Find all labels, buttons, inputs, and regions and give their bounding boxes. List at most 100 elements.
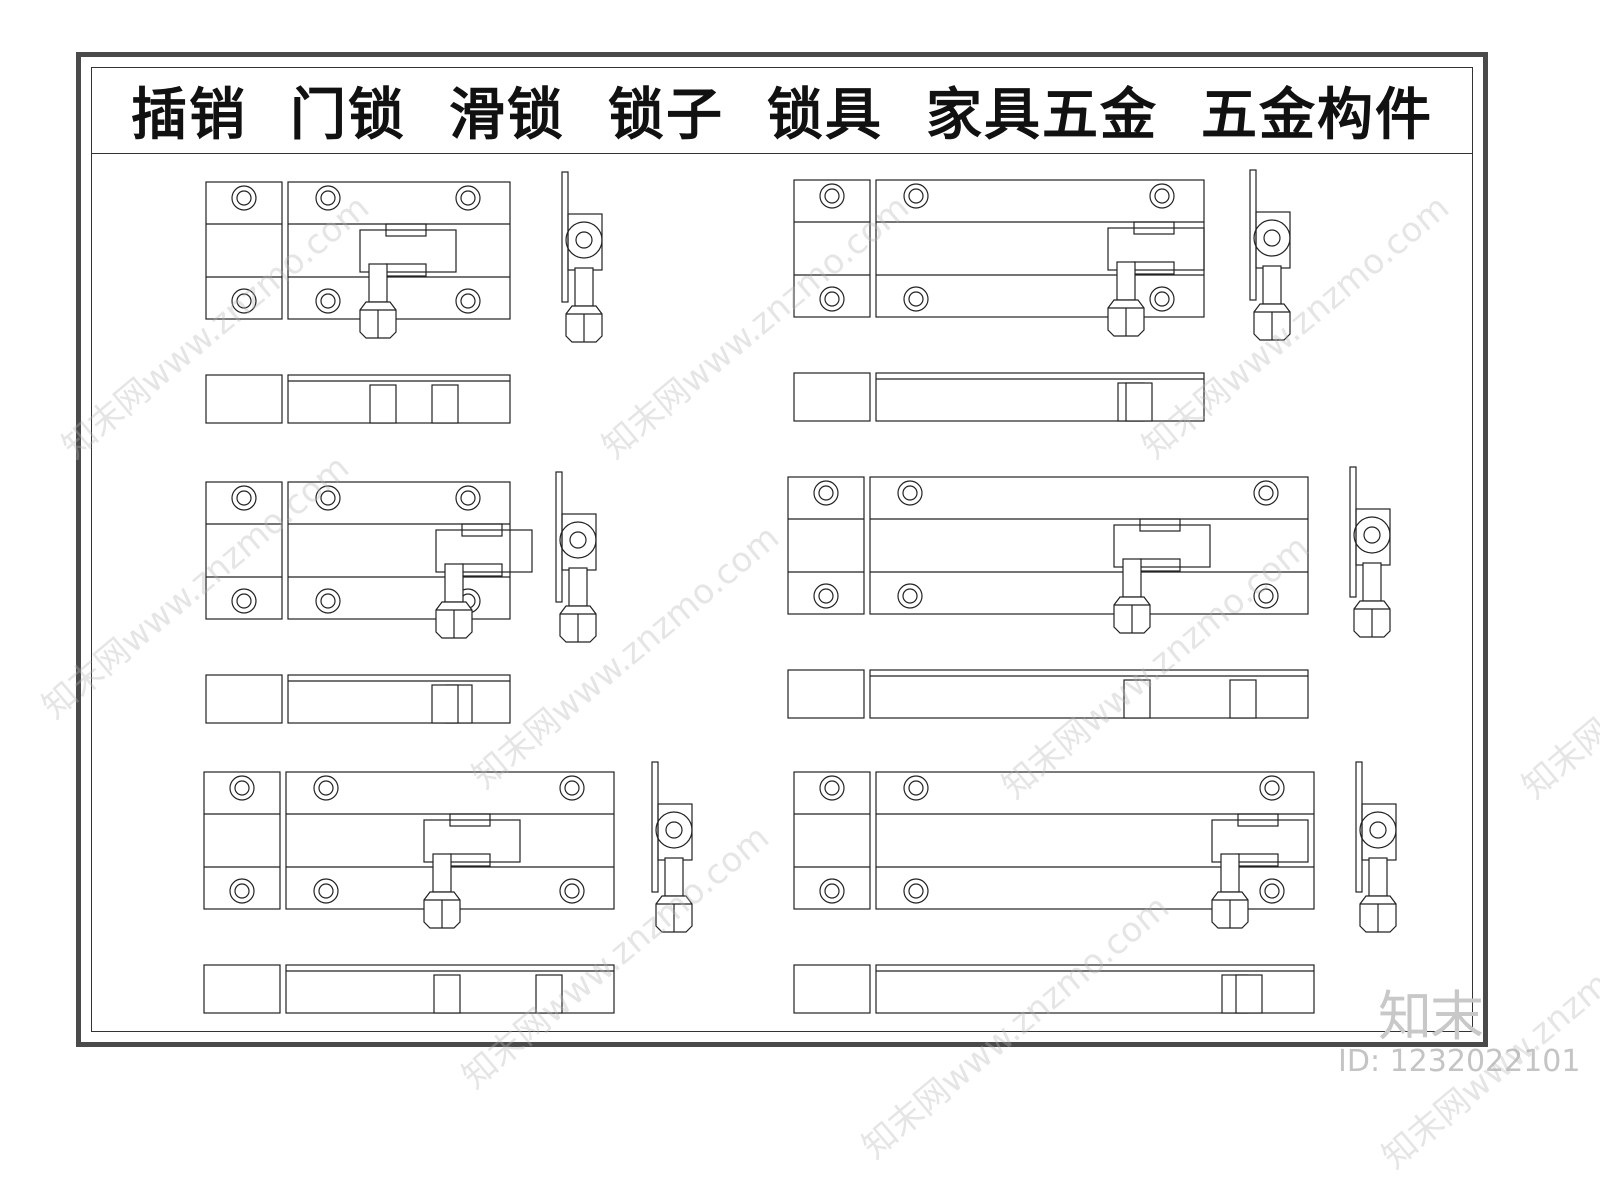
fixed-plate xyxy=(793,179,871,318)
screw-hole xyxy=(903,878,929,904)
profile-main xyxy=(875,372,1205,422)
drawing-title: 插销 门锁 滑锁 锁子 锁具 家具五金 五金构件 xyxy=(131,83,1433,148)
bolt-slot xyxy=(1107,227,1205,271)
screw-hole-inner xyxy=(236,190,252,206)
profile-fixed xyxy=(205,674,283,724)
screw-hole-inner xyxy=(818,485,834,501)
side-flange xyxy=(651,761,659,893)
screw-hole-inner xyxy=(1258,588,1274,604)
profile-notch xyxy=(1235,974,1263,1014)
bolt-guide xyxy=(385,263,427,277)
profile-fixed xyxy=(793,372,871,422)
screw-hole xyxy=(313,878,339,904)
screw-hole-inner xyxy=(908,188,924,204)
screw-hole xyxy=(1149,286,1175,312)
side-barrel-inner xyxy=(575,231,593,249)
screw-hole-inner xyxy=(1154,291,1170,307)
profile-notch xyxy=(369,384,397,424)
screw-hole xyxy=(455,485,481,511)
side-flange xyxy=(561,171,569,303)
screw-hole-inner xyxy=(320,593,336,609)
screw-hole-inner xyxy=(460,490,476,506)
screw-hole xyxy=(819,878,845,904)
main-plate xyxy=(287,481,511,620)
bolt-guide xyxy=(461,563,503,577)
bolt-slot xyxy=(1113,524,1211,568)
profile-notch xyxy=(1123,679,1151,719)
fixed-plate xyxy=(793,771,871,910)
screw-hole xyxy=(229,775,255,801)
profile-notch xyxy=(431,684,459,724)
screw-hole xyxy=(559,878,585,904)
bolt-guide xyxy=(461,523,503,537)
knob-stem xyxy=(664,857,684,897)
screw-hole-inner xyxy=(908,780,924,796)
fixed-plate xyxy=(787,476,865,615)
screw-hole xyxy=(559,775,585,801)
screw-hole-inner xyxy=(234,883,250,899)
screw-hole xyxy=(903,286,929,312)
profile-notch xyxy=(535,974,563,1014)
drawing-frame: 插销 门锁 滑锁 锁子 锁具 家具五金 五金构件 xyxy=(76,52,1488,1047)
screw-hole xyxy=(897,480,923,506)
screw-hole xyxy=(1149,183,1175,209)
bolt-guide xyxy=(1133,221,1175,235)
screw-hole-inner xyxy=(460,293,476,309)
bolt-guide xyxy=(385,223,427,237)
side-flange xyxy=(1355,761,1363,893)
knob-stem xyxy=(568,567,588,607)
knob-stem xyxy=(444,563,464,603)
profile-notch xyxy=(431,384,459,424)
profile-fixed xyxy=(203,964,281,1014)
knob-stem xyxy=(368,263,388,303)
bolt-guide xyxy=(1139,558,1181,572)
profile-main xyxy=(287,374,511,424)
screw-hole-inner xyxy=(908,291,924,307)
screw-hole xyxy=(315,288,341,314)
screw-hole xyxy=(313,775,339,801)
bolt-6 xyxy=(793,761,1397,1014)
fixed-plate xyxy=(205,181,283,320)
bolt-slot xyxy=(423,819,521,863)
screw-hole xyxy=(315,485,341,511)
screw-hole-inner xyxy=(902,588,918,604)
bolt-guide xyxy=(1237,813,1279,827)
screw-hole xyxy=(455,185,481,211)
drawing-inner-border: 插销 门锁 滑锁 锁子 锁具 家具五金 五金构件 xyxy=(91,67,1473,1032)
screw-hole xyxy=(455,288,481,314)
screw-hole-inner xyxy=(824,291,840,307)
profile-notch xyxy=(433,974,461,1014)
screw-hole xyxy=(1259,775,1285,801)
screw-hole-inner xyxy=(318,780,334,796)
screw-hole xyxy=(1259,878,1285,904)
knob-stem xyxy=(1262,265,1282,305)
profile-fixed xyxy=(793,964,871,1014)
side-barrel-inner xyxy=(569,531,587,549)
main-plate xyxy=(869,476,1309,615)
bolt-guide xyxy=(449,853,491,867)
main-plate xyxy=(875,179,1205,318)
bolt-3 xyxy=(205,471,597,724)
side-barrel xyxy=(559,521,597,559)
bolt-slot xyxy=(435,529,533,573)
side-flange xyxy=(1349,466,1357,598)
bolt-2 xyxy=(793,169,1291,422)
screw-hole xyxy=(1253,480,1279,506)
side-flange xyxy=(555,471,563,603)
screw-hole-inner xyxy=(824,883,840,899)
profile-main xyxy=(287,674,511,724)
profile-fixed xyxy=(205,374,283,424)
bolt-1 xyxy=(205,171,603,424)
screw-hole-inner xyxy=(320,190,336,206)
screw-hole xyxy=(819,183,845,209)
profile-notch xyxy=(1229,679,1257,719)
side-barrel-inner xyxy=(1263,229,1281,247)
knob-stem xyxy=(1368,857,1388,897)
screw-hole-inner xyxy=(460,190,476,206)
image-id-label: ID: 1232022101 xyxy=(1338,1044,1581,1079)
side-flange xyxy=(1249,169,1257,301)
knob-stem xyxy=(432,853,452,893)
screw-hole-inner xyxy=(564,883,580,899)
knob-stem xyxy=(574,267,594,307)
screw-hole-inner xyxy=(1264,780,1280,796)
